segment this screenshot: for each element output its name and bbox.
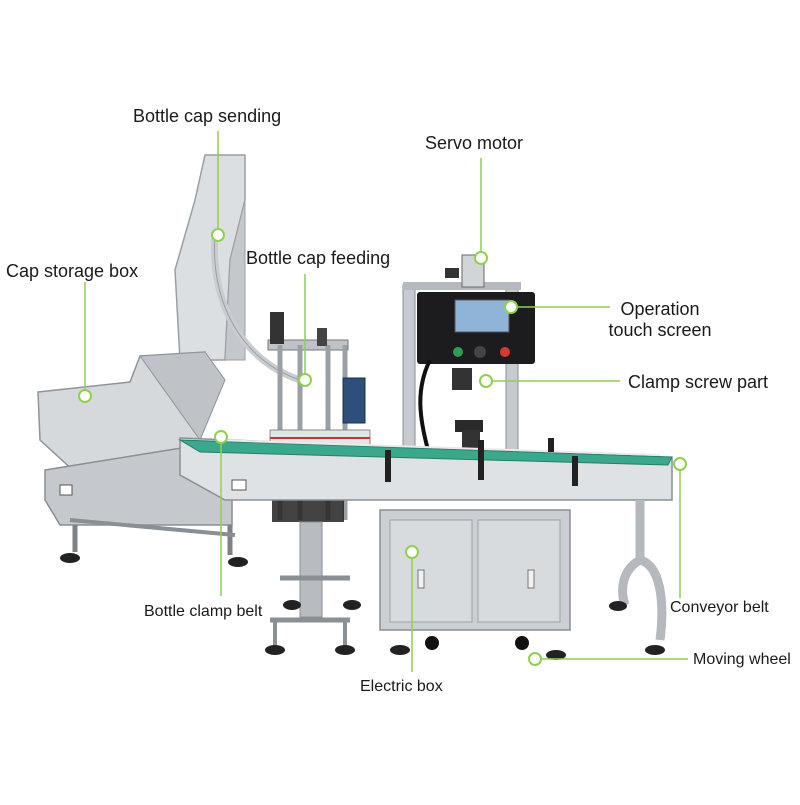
circle-marker-icon — [298, 373, 312, 387]
circle-marker-icon — [405, 545, 419, 559]
circle-marker-icon — [214, 430, 228, 444]
label-bottle-clamp-belt: Bottle clamp belt — [144, 603, 263, 620]
label-operation-touch-screen-line1: Operation — [620, 299, 700, 319]
circle-marker-icon — [528, 652, 542, 666]
circle-marker-icon — [78, 389, 92, 403]
caster-wheel — [425, 636, 439, 650]
stop-button — [500, 347, 510, 357]
circle-marker-icon — [504, 300, 518, 314]
clamp-screw-head — [452, 368, 472, 390]
label-servo-motor: Servo motor — [425, 133, 524, 153]
start-button — [453, 347, 463, 357]
label-electric-box: Electric box — [360, 678, 443, 695]
label-operation-touch-screen: Operation touch screen — [602, 299, 718, 340]
label-bottle-cap-feeding: Bottle cap feeding — [246, 248, 391, 268]
conveyor-belt-surface — [178, 439, 673, 466]
conveyor — [178, 437, 673, 655]
circle-marker-icon — [474, 251, 488, 265]
label-operation-touch-screen-line2: touch screen — [608, 319, 712, 340]
circle-marker-icon — [479, 374, 493, 388]
label-clamp-screw-part: Clamp screw part — [628, 372, 769, 392]
label-moving-wheel: Moving wheel — [693, 651, 791, 668]
label-conveyor-belt: Conveyor belt — [670, 599, 769, 616]
circle-marker-icon — [673, 457, 687, 471]
circle-marker-icon — [211, 228, 225, 242]
caster-wheel — [515, 636, 529, 650]
cap-sorter-unit — [37, 154, 302, 567]
touch-screen — [454, 299, 510, 333]
callouts — [78, 131, 688, 672]
clamp-belt-motor — [342, 377, 366, 424]
label-cap-storage-box: Cap storage box — [6, 261, 139, 281]
electric-box-cabinet — [379, 509, 571, 660]
label-bottle-cap-sending: Bottle cap sending — [133, 106, 282, 126]
